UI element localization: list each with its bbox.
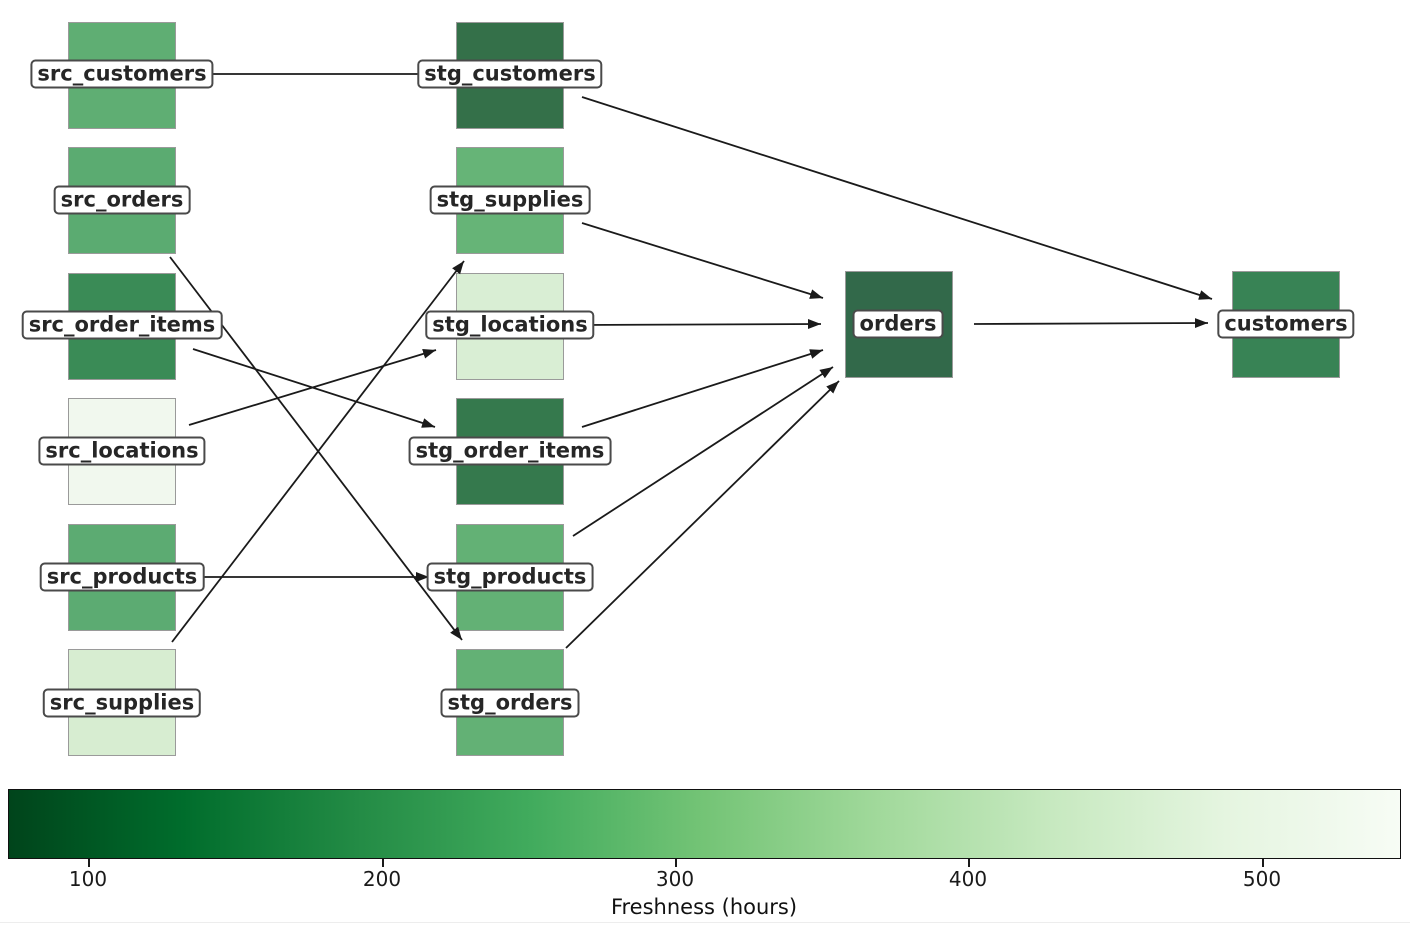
edges-layer xyxy=(169,73,1213,649)
colorbar-tick-label-100: 100 xyxy=(68,867,108,891)
node-label-src_orders: src_orders xyxy=(53,185,191,215)
edge-stg_orders-to-orders xyxy=(565,380,840,649)
edge-orders-to-customers xyxy=(973,318,1209,329)
edge-stg_customers-to-customers xyxy=(581,96,1213,300)
node-label-src_products: src_products xyxy=(39,562,205,592)
edge-lines-group xyxy=(169,73,1213,649)
colorbar-tick-label-300: 300 xyxy=(655,867,695,891)
colorbar-tick-500 xyxy=(1262,859,1264,867)
colorbar-axis-label: Freshness (hours) xyxy=(610,895,798,919)
node-label-stg_supplies: stg_supplies xyxy=(429,185,591,215)
node-label-stg_order_items: stg_order_items xyxy=(408,436,612,466)
node-label-src_customers: src_customers xyxy=(30,59,214,89)
node-label-stg_orders: stg_orders xyxy=(440,688,580,718)
edge-src_order_items-to-stg_order_items xyxy=(192,348,436,428)
colorbar-tick-label-400: 400 xyxy=(948,867,988,891)
colorbar-tick-300 xyxy=(675,859,677,867)
edge-stg_locations-to-orders xyxy=(578,319,822,330)
colorbar-tick-200 xyxy=(382,859,384,867)
colorbar-tick-label-500: 500 xyxy=(1242,867,1282,891)
node-label-src_order_items: src_order_items xyxy=(21,310,223,340)
node-label-stg_locations: stg_locations xyxy=(425,310,595,340)
edge-src_locations-to-stg_locations xyxy=(188,348,437,426)
node-label-stg_products: stg_products xyxy=(426,562,594,592)
colorbar-tick-100 xyxy=(88,859,90,867)
node-label-orders: orders xyxy=(852,309,944,339)
node-label-stg_customers: stg_customers xyxy=(417,59,603,89)
edge-stg_products-to-orders xyxy=(572,366,834,537)
node-label-src_locations: src_locations xyxy=(38,436,206,466)
bottom-divider xyxy=(0,922,1410,923)
edge-stg_order_items-to-orders xyxy=(581,349,824,428)
node-label-src_supplies: src_supplies xyxy=(42,688,202,718)
node-label-customers: customers xyxy=(1217,309,1355,339)
colorbar-tick-400 xyxy=(968,859,970,867)
edge-stg_supplies-to-orders xyxy=(581,222,824,299)
edge-src_supplies-to-stg_supplies xyxy=(171,260,465,643)
colorbar-tick-label-200: 200 xyxy=(362,867,402,891)
colorbar-gradient xyxy=(8,789,1401,859)
